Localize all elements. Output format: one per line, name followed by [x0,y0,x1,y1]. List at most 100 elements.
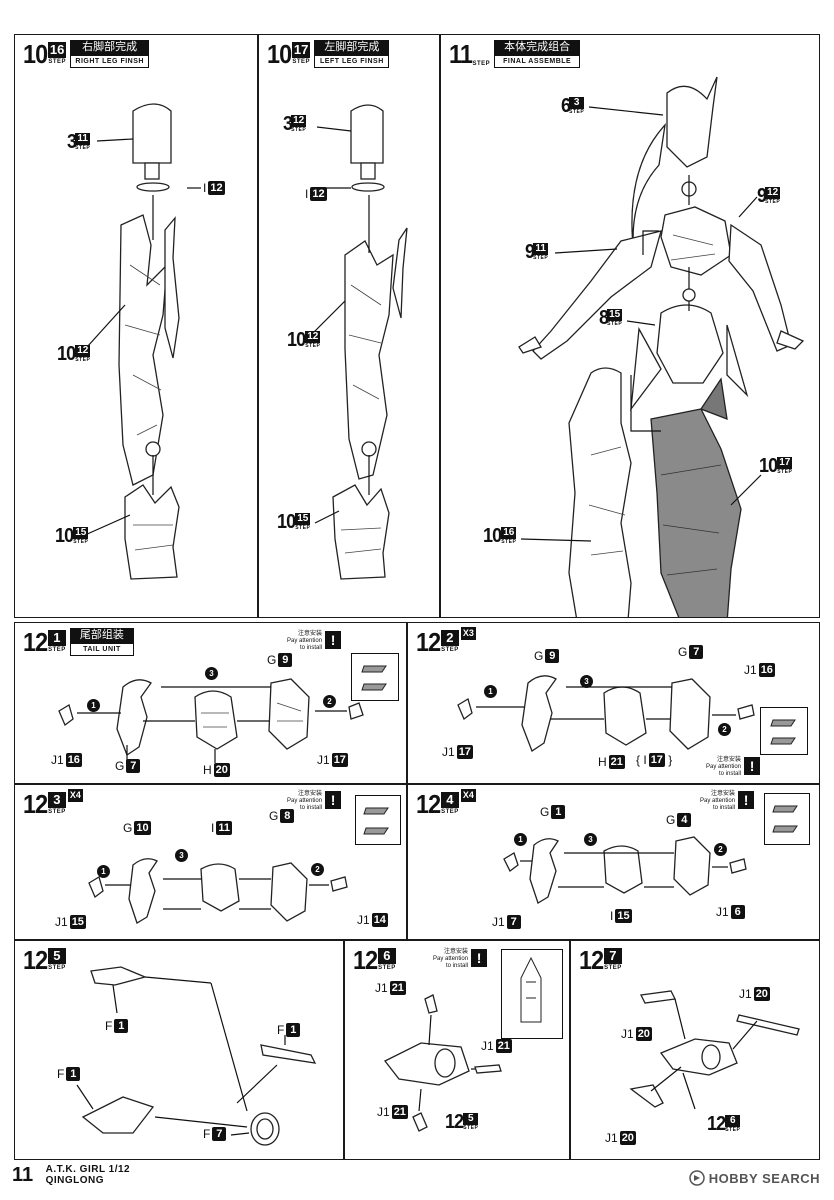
step-header: 11 STEP 本体完成组合 FINAL ASSEMBLE [449,39,581,69]
order-marker-2: 2 [323,695,336,708]
order-marker-2: 2 [311,863,324,876]
step-number: 11 STEP [449,39,491,69]
attention-detail-box [351,653,399,701]
left-leg-illustration [310,104,408,580]
tail-segment-6-illustration [384,994,502,1132]
step-sub: 16 [47,42,67,58]
order-marker-3: 3 [584,833,597,846]
quantity-multiplier: X4 [67,789,83,802]
title-english: RIGHT LEG FINSH [70,55,149,68]
tail-segment-orientation-icon [520,956,542,1023]
peg-orientation-icon [363,807,389,835]
tail-unit-3-illustration [88,858,348,924]
warning-icon: ! [325,631,342,649]
tail-unit-2-illustration [457,675,755,752]
order-marker-2: 2 [718,723,731,736]
order-marker-1: 1 [514,833,527,846]
warning-icon: ! [744,757,761,775]
hobby-search-logo-icon [689,1170,705,1186]
attention-detail-box [760,707,808,755]
page-footer: 11 A.T.K. GIRL 1/12 QINGLONG [12,1164,130,1186]
product-name: A.T.K. GIRL 1/12 QINGLONG [45,1164,131,1186]
warning-icon: ! [738,791,755,809]
step-word: STEP [48,59,66,65]
order-marker-2: 2 [714,843,727,856]
watermark-text: HOBBY SEARCH [708,1170,820,1186]
order-marker-1: 1 [484,685,497,698]
right-leg-illustration [84,103,201,580]
attention-detail-box [764,793,810,845]
order-marker-3: 3 [205,667,218,680]
tail-segment-5-illustration [76,966,317,1146]
attention-detail-box [355,795,401,845]
step-title: 本体完成组合 FINAL ASSEMBLE [494,40,581,68]
warning-icon: ! [325,791,342,809]
step-title: 左脚部完成 LEFT LEG FINSH [314,40,390,68]
peg-orientation-icon [361,665,387,691]
watermark: HOBBY SEARCH [689,1170,820,1186]
step-title: 右脚部完成 RIGHT LEG FINSH [70,40,149,68]
final-assembly-illustration [518,76,805,617]
order-marker-3: 3 [175,849,188,862]
peg-orientation-icon [770,719,796,745]
